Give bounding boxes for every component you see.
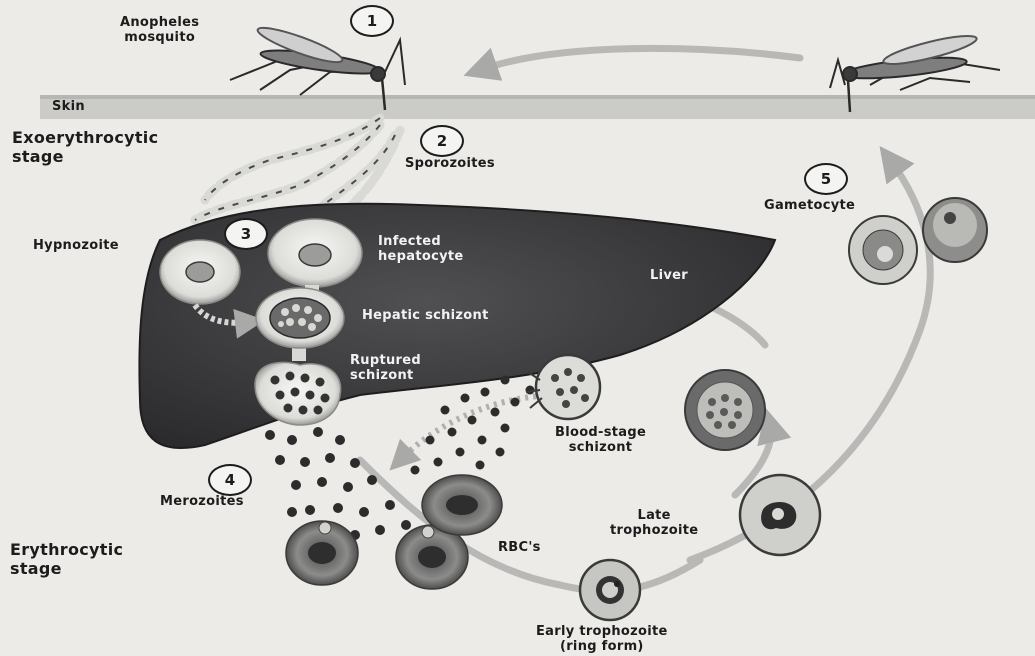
step-5-badge: 5 <box>804 163 848 195</box>
label-ery-line2: stage <box>10 559 123 578</box>
merozoites-blood-stage <box>411 376 535 475</box>
label-sporozoites: Sporozoites <box>405 156 495 171</box>
label-erythrocytic-stage: Erythrocytic stage <box>10 540 123 578</box>
label-blood-stage-line1: Blood-stage <box>555 425 646 440</box>
early-trophozoite-rbc <box>580 560 640 620</box>
mature-schizont-rbc <box>685 370 765 450</box>
label-early-line2: (ring form) <box>536 639 668 654</box>
gametocyte-2 <box>923 198 987 262</box>
hepatic-schizont-cell <box>256 288 344 348</box>
label-ruptured-schizont: Ruptured schizont <box>350 353 421 383</box>
label-hypnozoite: Hypnozoite <box>33 238 119 253</box>
label-ruptured-line2: schizont <box>350 368 421 383</box>
label-anopheles: Anopheles <box>120 15 199 30</box>
label-ery-line1: Erythrocytic <box>10 540 123 559</box>
step-3-badge: 3 <box>224 218 268 250</box>
label-infected-line1: Infected <box>378 234 464 249</box>
label-blood-stage-line2: schizont <box>555 440 646 455</box>
step-2-badge: 2 <box>420 125 464 157</box>
label-early-line1: Early trophozoite <box>536 624 668 639</box>
label-blood-stage-schizont: Blood-stage schizont <box>555 425 646 455</box>
skin-band-shade <box>40 95 1035 99</box>
label-infected-hepatocyte: Infected hepatocyte <box>378 234 464 264</box>
label-late-trophozoite: Late trophozoite <box>610 508 698 538</box>
label-rbcs: RBC's <box>498 540 541 555</box>
hypnozoite-cell <box>160 240 240 304</box>
label-mosquito: mosquito <box>120 30 199 45</box>
late-trophozoite-rbc <box>740 475 820 555</box>
label-early-trophozoite: Early trophozoite (ring form) <box>536 624 668 654</box>
label-infected-line2: hepatocyte <box>378 249 464 264</box>
label-late-line2: trophozoite <box>610 523 698 538</box>
label-merozoites: Merozoites <box>160 494 244 509</box>
label-exo-line1: Exoerythrocytic <box>12 128 158 147</box>
label-exo-line2: stage <box>12 147 158 166</box>
label-exoerythrocytic-stage: Exoerythrocytic stage <box>12 128 158 166</box>
infected-hepatocyte-cell <box>268 219 362 287</box>
gametocyte-1 <box>849 216 917 284</box>
label-gametocyte: Gametocyte <box>764 198 855 213</box>
step-4-badge: 4 <box>208 464 252 496</box>
rbc-with-merozoite-1 <box>286 521 358 585</box>
merozoite-reinfection-arrow <box>400 395 560 460</box>
label-ruptured-line1: Ruptured <box>350 353 421 368</box>
label-late-line1: Late <box>610 508 698 523</box>
label-liver: Liver <box>650 268 688 283</box>
step-1-badge: 1 <box>350 5 394 37</box>
label-skin: Skin <box>52 99 85 114</box>
rbc-uninfected <box>422 475 502 535</box>
label-hepatic-schizont: Hepatic schizont <box>362 308 489 323</box>
label-anopheles-mosquito: Anopheles mosquito <box>120 15 199 45</box>
